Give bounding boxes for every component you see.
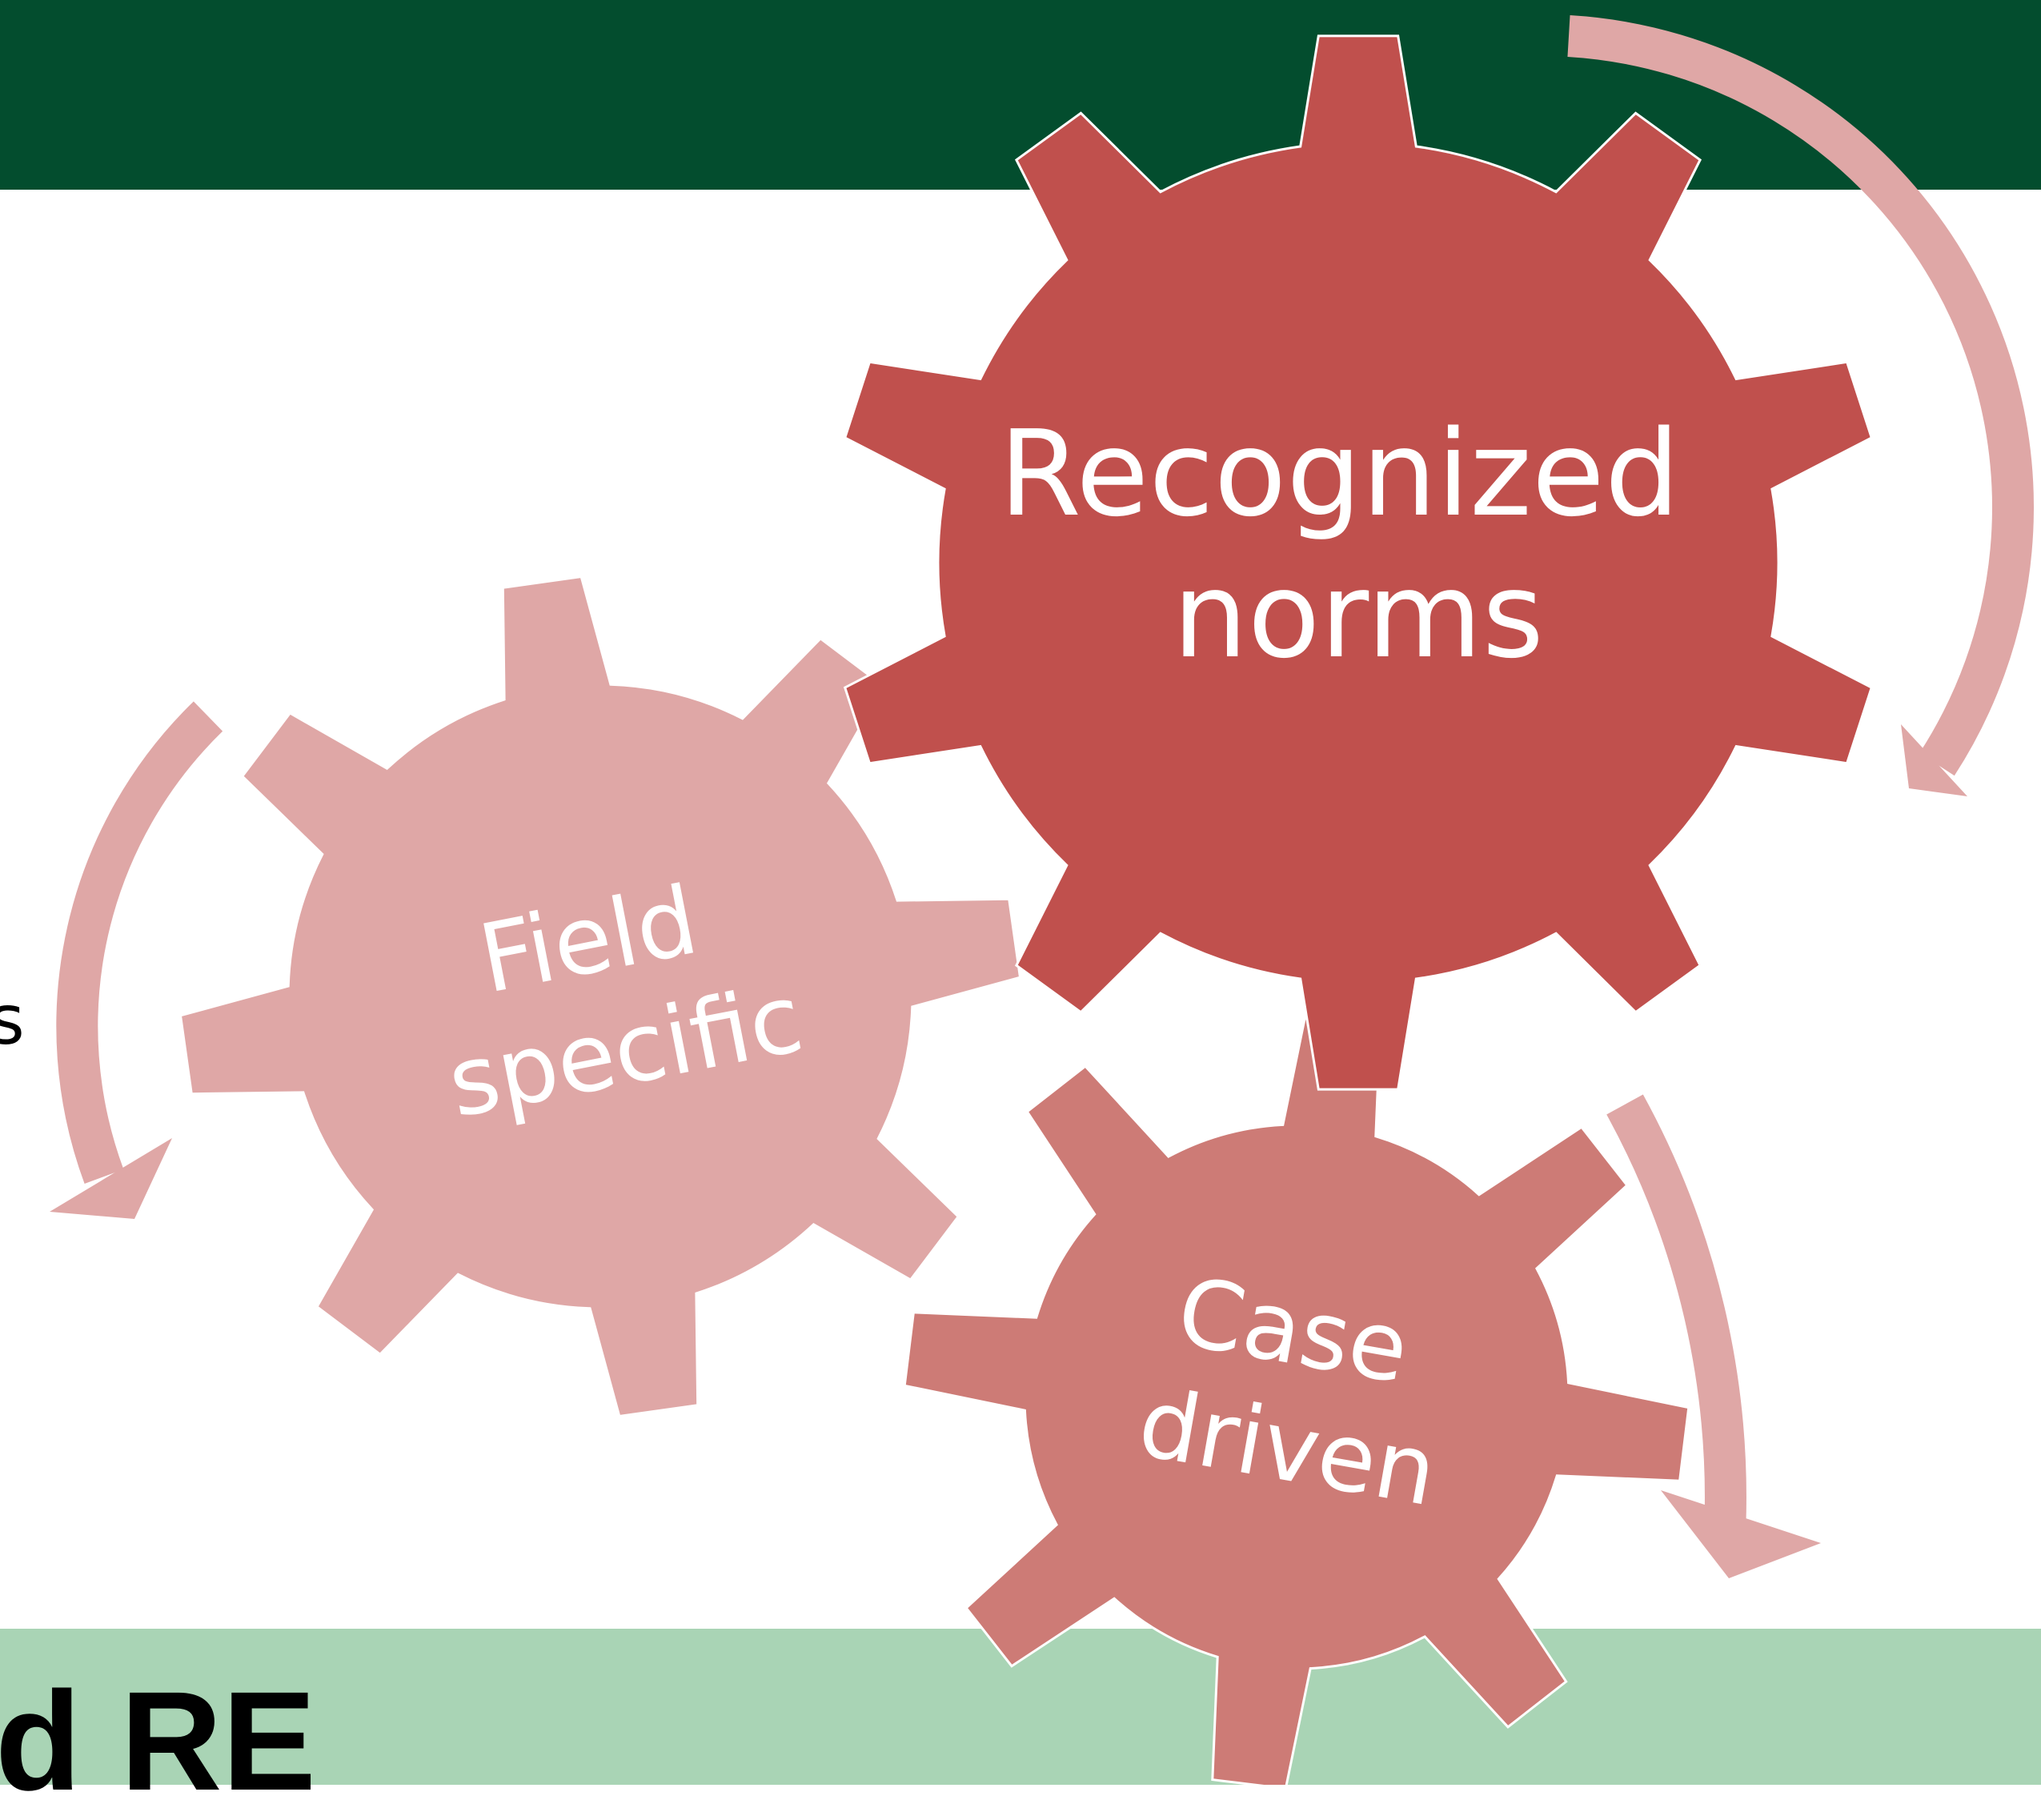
cycle-arrow-left xyxy=(50,701,223,1219)
gear-field-specific xyxy=(178,575,1022,1418)
gear-label-recognized: Recognized norms xyxy=(999,405,1718,684)
left-text-fragment: s xyxy=(0,980,25,1060)
gear-recognized-norms xyxy=(843,34,1874,1091)
cycle-arrow-bottom-right xyxy=(1606,1094,1821,1578)
gear-field-shape xyxy=(178,575,1022,1418)
gear-case-shape xyxy=(903,1003,1690,1785)
cycle-arrow-top-right xyxy=(1567,15,2034,796)
gear-recognized-shape xyxy=(843,34,1874,1091)
gear-case-driven xyxy=(903,1003,1690,1785)
